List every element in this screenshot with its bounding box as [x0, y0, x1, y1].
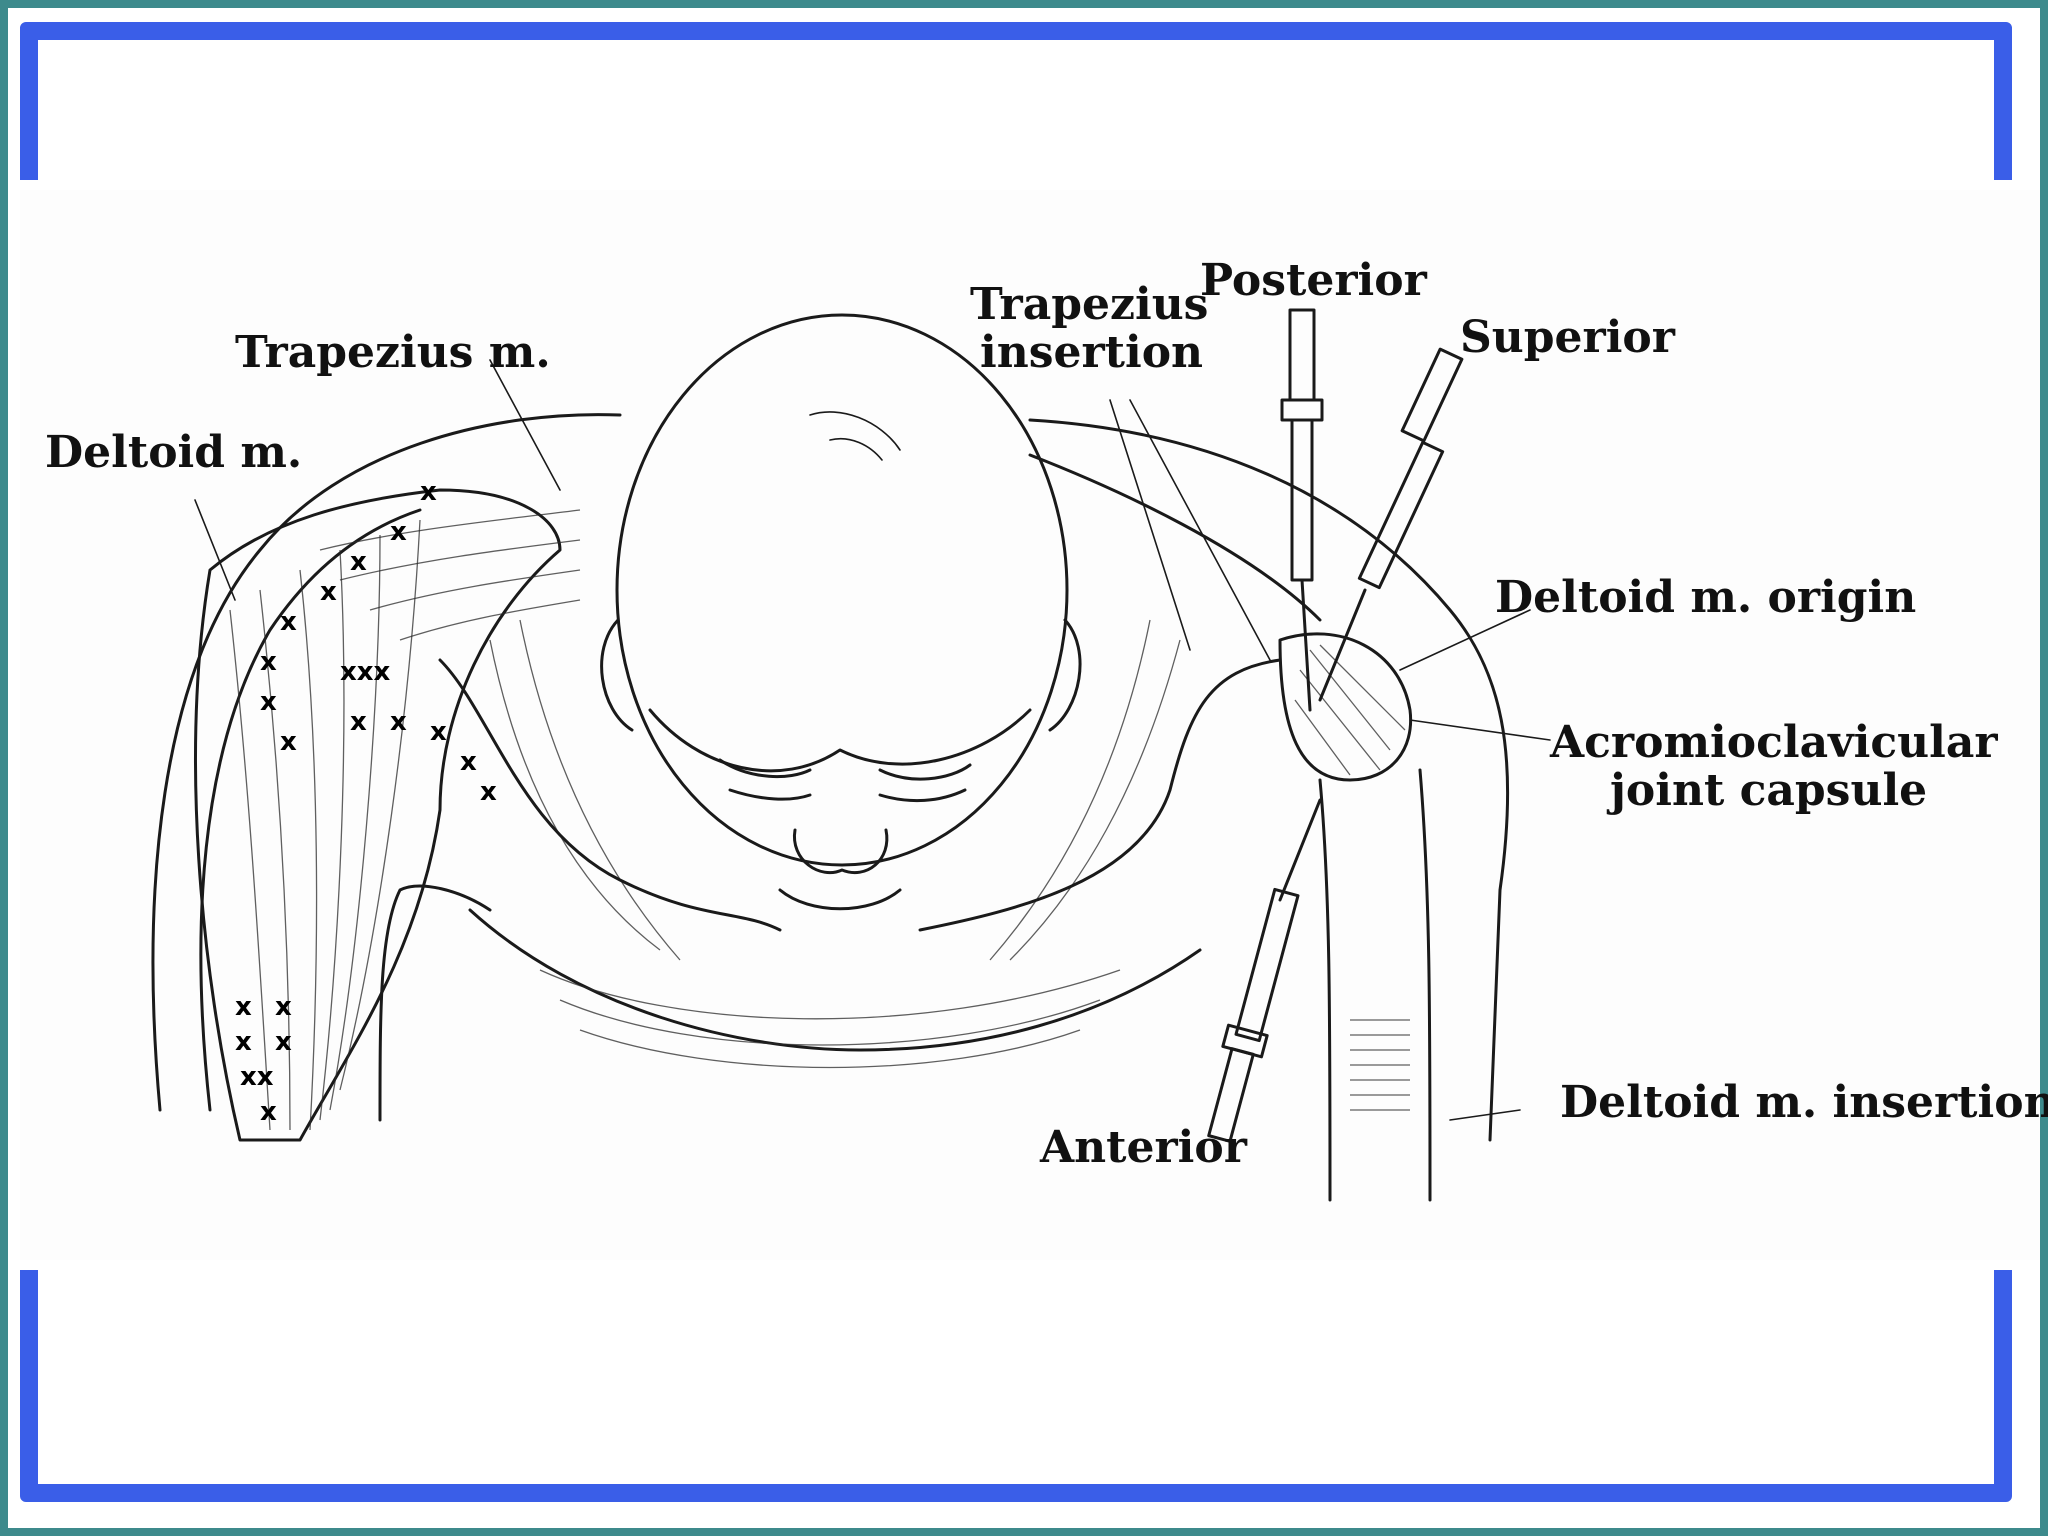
svg-text:x: x [390, 517, 407, 547]
face-brows [718, 758, 972, 781]
label-ac-joint-line2: joint capsule [1610, 765, 1928, 816]
svg-text:x: x [430, 717, 447, 747]
injection-crosses-left: x x x x x x x xxx x x x x x x x x x x xx… [235, 477, 497, 1127]
label-trapezius-insertion-line1: Trapezius [970, 279, 1209, 330]
label-trapezius-m: Trapezius m. [235, 327, 551, 378]
head [615, 313, 1069, 867]
clavicle-left [438, 658, 782, 932]
anatomical-illustration: x x x x x x x xxx x x x x x x x x x x xx… [20, 190, 2048, 1260]
svg-text:x: x [235, 1027, 252, 1057]
label-deltoid-insertion: Deltoid m. insertion [1560, 1077, 2048, 1128]
face-nose [793, 828, 889, 875]
face-eyes [728, 788, 967, 803]
label-deltoid-origin: Deltoid m. origin [1495, 572, 1917, 623]
svg-text:x: x [260, 687, 277, 717]
svg-text:x: x [460, 747, 477, 777]
label-trapezius-insertion-line2: insertion [980, 327, 1204, 378]
clavicle-right [918, 658, 1282, 932]
svg-text:x: x [350, 547, 367, 577]
shoulder-drawing: x x x x x x x xxx x x x x x x x x x x xx… [151, 308, 1551, 1202]
svg-text:x: x [235, 992, 252, 1022]
humerus [1318, 768, 1432, 1202]
label-ac-joint-line1: Acromioclavicular [1550, 717, 1998, 768]
trapezius-fibres [319, 509, 581, 641]
svg-text:x: x [280, 607, 297, 637]
svg-text:x: x [275, 992, 292, 1022]
svg-text:x: x [480, 777, 497, 807]
acromion [1278, 632, 1413, 782]
body-outline [151, 413, 1510, 1142]
svg-text:x: x [320, 577, 337, 607]
svg-text:x: x [420, 477, 437, 507]
syringe-anterior [1207, 798, 1322, 1143]
trapezius-insertion-band [1028, 453, 1322, 622]
chest-outline [468, 908, 1202, 1052]
neck-lines [489, 619, 1181, 961]
syringe-superior [1318, 347, 1464, 702]
svg-text:x: x [350, 707, 367, 737]
left-arm-outline [199, 508, 422, 1112]
svg-text:x: x [260, 647, 277, 677]
svg-text:x: x [260, 1097, 277, 1127]
label-superior: Superior [1460, 312, 1675, 363]
svg-text:x: x [275, 1027, 292, 1057]
right-ear [1048, 618, 1082, 732]
svg-text:x: x [390, 707, 407, 737]
inner-arm-left [378, 884, 492, 1122]
label-anterior: Anterior [1040, 1122, 1247, 1173]
svg-text:xx: xx [240, 1062, 274, 1092]
hairline [648, 708, 1032, 773]
ac-capsule-shading [1294, 644, 1406, 776]
label-posterior: Posterior [1200, 255, 1427, 306]
leader-lines [194, 359, 1551, 1121]
hair-swirl [809, 411, 901, 461]
face-chin [778, 888, 902, 911]
deltoid-insertion-shading [1350, 1019, 1410, 1111]
svg-text:xxx: xxx [340, 657, 391, 687]
deltoid-muscle [194, 488, 562, 1142]
rib-lines [539, 969, 1121, 1069]
left-ear [600, 618, 634, 732]
label-deltoid-m: Deltoid m. [45, 427, 303, 478]
syringe-posterior [1280, 308, 1324, 712]
svg-text:x: x [280, 727, 297, 757]
deltoid-fibres [229, 519, 421, 1131]
